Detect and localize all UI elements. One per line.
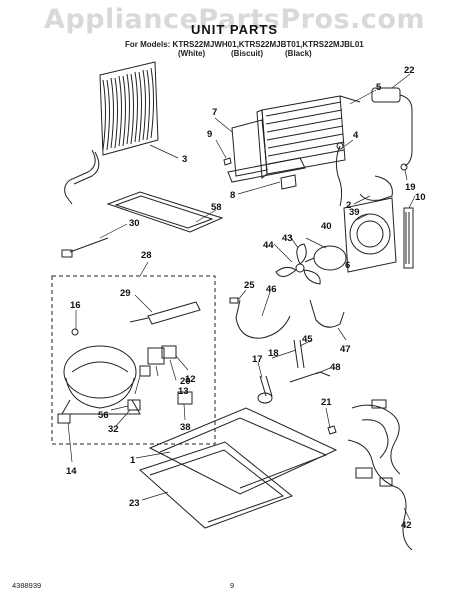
compressor-foot: [57, 413, 71, 424]
callout-2: 2: [346, 200, 351, 211]
callout-23: 23: [129, 498, 140, 509]
tube-part: [293, 339, 305, 369]
callout-18: 18: [268, 348, 279, 359]
condenser-coil: [64, 61, 159, 205]
clip-small: [139, 365, 151, 377]
callout-22: 22: [404, 65, 415, 76]
evaporator-coil: [256, 95, 361, 179]
callout-43: 43: [282, 233, 293, 244]
discharge-line: [309, 299, 345, 328]
heater-strip: [403, 207, 414, 269]
callout-42: 42: [401, 520, 412, 531]
callout-48: 48: [330, 362, 341, 373]
cover-part: [161, 345, 177, 359]
compressor-group-outline: [51, 275, 216, 445]
callout-14: 14: [66, 466, 77, 477]
callout-17: 17: [252, 354, 263, 365]
callout-47: 47: [340, 344, 351, 355]
suction-line: [235, 299, 291, 339]
document-number: 4388939: [12, 581, 42, 590]
callout-1: 1: [130, 455, 136, 466]
base-plate: [139, 407, 338, 529]
callout-20: 20: [180, 376, 191, 387]
drain-trough: [227, 157, 306, 183]
models-line: For Models: KTRS22MJWH01,KTRS22MJBT01,KT…: [125, 40, 364, 49]
bolt-part: [289, 371, 331, 383]
wiring-harness: [347, 399, 413, 551]
callout-6: 6: [345, 260, 350, 271]
clip-part: [280, 174, 297, 190]
nut-part: [327, 425, 337, 435]
heater-bracket: [231, 119, 268, 177]
callout-19: 19: [405, 182, 416, 193]
color-label-white: (White): [178, 49, 206, 58]
callout-7: 7: [212, 107, 217, 118]
leader-lines: [67, 73, 416, 521]
washer-part: [257, 392, 273, 404]
callout-5: 5: [376, 82, 382, 93]
fan-shroud: [343, 197, 397, 273]
bracket-part: [177, 391, 193, 405]
drain-pan: [106, 191, 224, 233]
compressor: [61, 345, 141, 415]
callout-10: 10: [415, 192, 426, 203]
callout-58: 58: [211, 202, 222, 213]
callout-labels: 1234567891012131416171819202122232528293…: [66, 65, 426, 531]
overload-relay: [129, 301, 201, 325]
callout-13: 13: [178, 386, 189, 397]
callout-38: 38: [180, 422, 191, 433]
callout-9: 9: [207, 129, 212, 140]
callout-3: 3: [182, 154, 187, 165]
callout-56: 56: [98, 410, 109, 421]
page-number: 9: [230, 581, 235, 590]
clip-part: [229, 297, 239, 304]
callout-32: 32: [108, 424, 119, 435]
fan-motor: [304, 245, 347, 271]
capacitor-part: [127, 399, 141, 411]
callout-45: 45: [302, 334, 313, 345]
defrost-wire: [335, 145, 343, 207]
callout-29: 29: [120, 288, 131, 299]
callout-46: 46: [266, 284, 277, 295]
plug-part: [61, 249, 73, 258]
callout-28: 28: [141, 250, 152, 261]
callout-40: 40: [321, 221, 332, 232]
callout-21: 21: [321, 397, 332, 408]
screw-part: [223, 157, 232, 166]
callout-30: 30: [129, 218, 140, 229]
callout-39: 39: [349, 207, 360, 218]
color-label-biscuit: (Biscuit): [231, 49, 263, 58]
callout-25: 25: [244, 280, 255, 291]
fan-blade: [275, 243, 321, 285]
color-label-black: (Black): [285, 49, 312, 58]
callout-12: 12: [185, 374, 196, 385]
connector-harness: [359, 175, 393, 201]
grommet-part: [71, 328, 79, 336]
callout-4: 4: [353, 130, 359, 141]
power-cord: [69, 237, 109, 253]
callout-16: 16: [70, 300, 81, 311]
page-title: UNIT PARTS: [190, 22, 279, 37]
callout-44: 44: [263, 240, 274, 251]
relay-part: [147, 347, 165, 365]
callout-8: 8: [230, 190, 235, 201]
watermark: AppliancePartsPros.com: [43, 4, 426, 35]
